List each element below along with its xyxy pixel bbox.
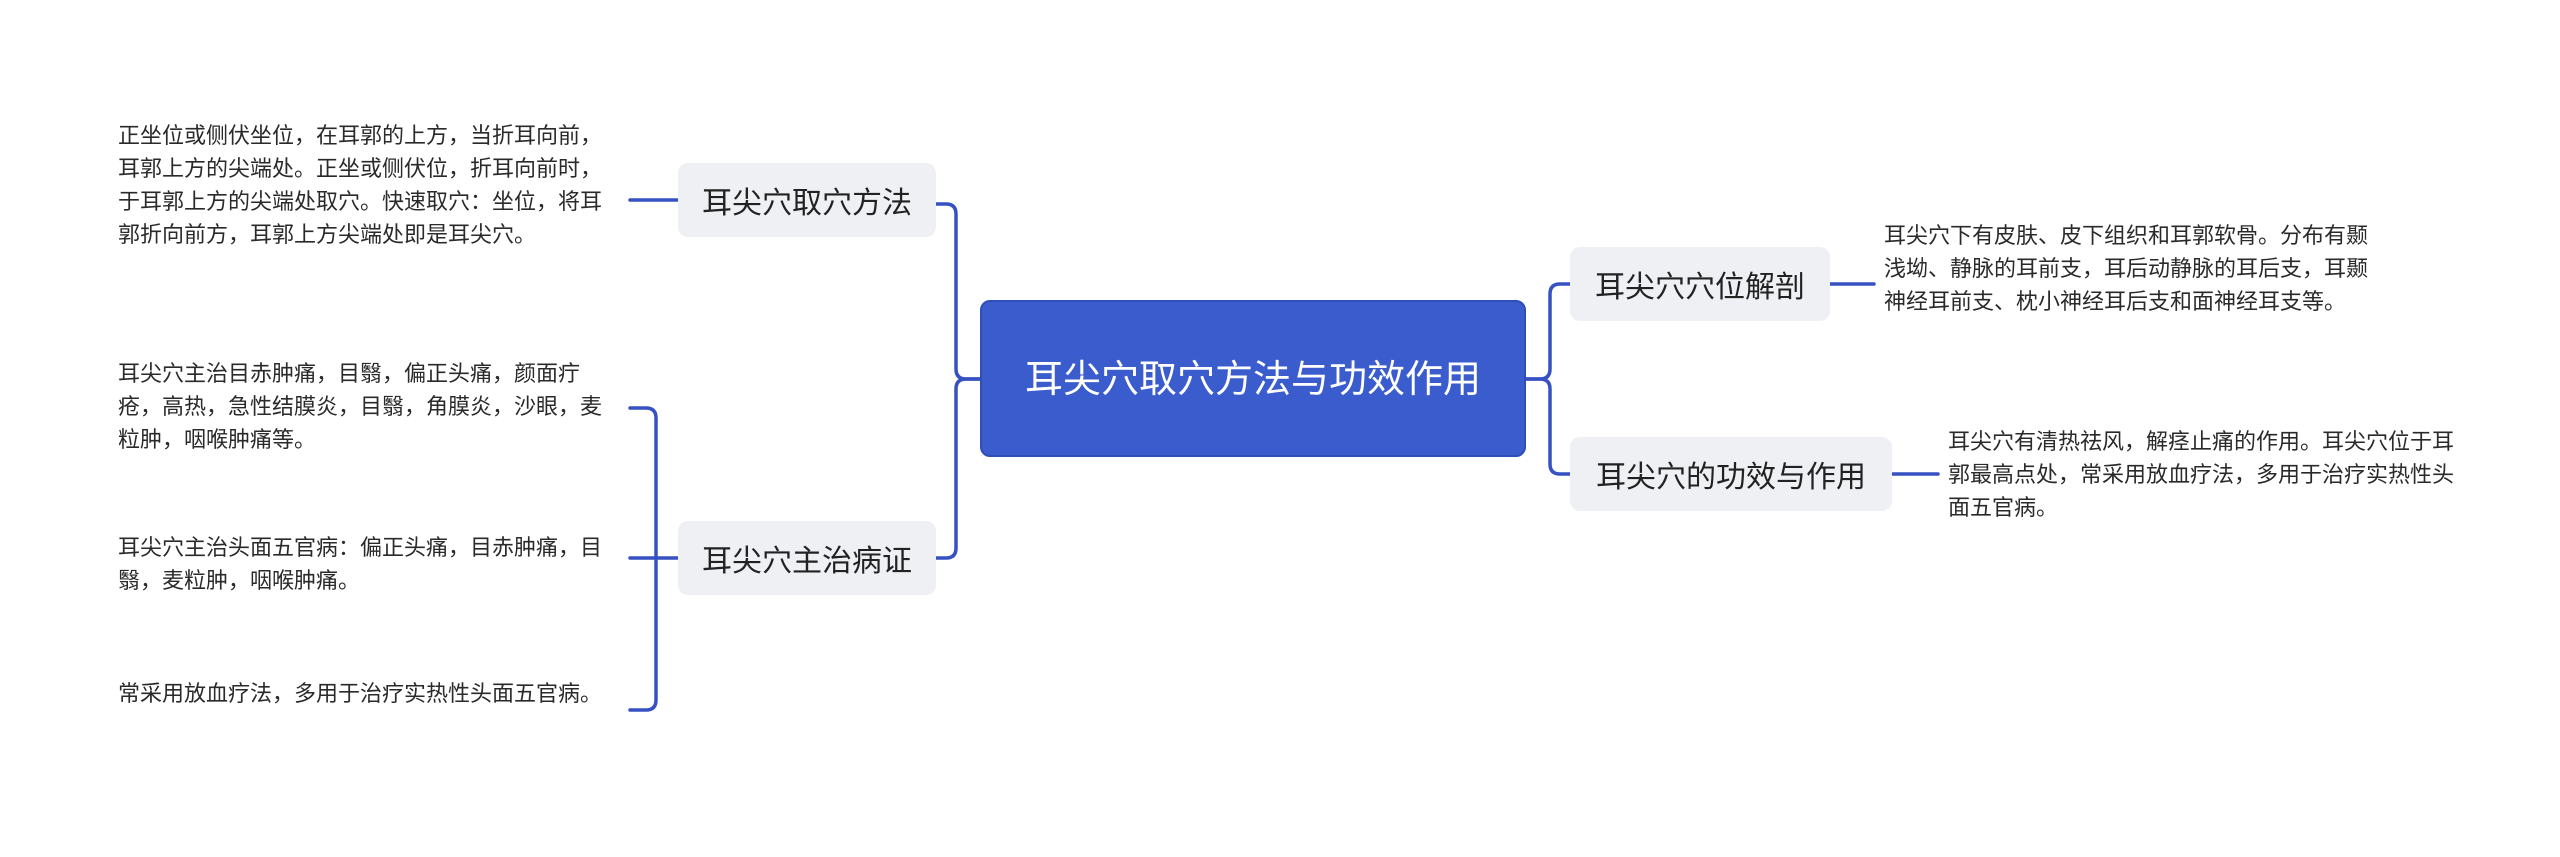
leaf-text: 耳尖穴有清热祛风，解痉止痛的作用。耳尖穴位于耳郭最高点处，常采用放血疗法，多用于… — [1948, 430, 2455, 521]
leaf-indication-head-face[interactable]: 耳尖穴主治头面五官病：偏正头痛，目赤肿痛，目翳，麦粒肿，咽喉肿痛。 — [118, 532, 622, 598]
branch-topic-acupoint-location[interactable]: 耳尖穴取穴方法 — [678, 163, 936, 237]
branch-topic-label: 耳尖穴取穴方法 — [702, 186, 912, 221]
branch-topic-anatomy[interactable]: 耳尖穴穴位解剖 — [1570, 247, 1830, 321]
branch-topic-effects[interactable]: 耳尖穴的功效与作用 — [1570, 437, 1892, 511]
leaf-indication-bloodletting[interactable]: 常采用放血疗法，多用于治疗实热性头面五官病。 — [118, 678, 622, 711]
connector-root-to-branch-0 — [934, 202, 982, 381]
root-topic-label: 耳尖穴取穴方法与功效作用 — [1024, 356, 1481, 401]
leaf-text: 正坐位或侧伏坐位，在耳郭的上方，当折耳向前，耳郭上方的尖端处。正坐或侧伏位，折耳… — [118, 124, 603, 248]
leaf-text: 耳尖穴下有皮肤、皮下组织和耳郭软骨。分布有颞浅坳、静脉的耳前支，耳后动静脉的耳后… — [1884, 224, 2369, 315]
branch-topic-indications[interactable]: 耳尖穴主治病证 — [678, 521, 936, 595]
root-topic[interactable]: 耳尖穴取穴方法与功效作用 — [980, 300, 1526, 457]
leaf-text: 耳尖穴主治目赤肿痛，目翳，偏正头痛，颜面疔疮，高热，急性结膜炎，目翳，角膜炎，沙… — [118, 362, 603, 453]
leaf-location-method[interactable]: 正坐位或侧伏坐位，在耳郭的上方，当折耳向前，耳郭上方的尖端处。正坐或侧伏位，折耳… — [118, 120, 622, 252]
leaf-text: 常采用放血疗法，多用于治疗实热性头面五官病。 — [118, 682, 603, 707]
connector-root-to-branch-2 — [1524, 282, 1572, 381]
branch-topic-label: 耳尖穴穴位解剖 — [1595, 270, 1805, 305]
leaf-anatomy-detail[interactable]: 耳尖穴下有皮肤、皮下组织和耳郭软骨。分布有颞浅坳、静脉的耳前支，耳后动静脉的耳后… — [1884, 220, 2388, 319]
leaf-text: 耳尖穴主治头面五官病：偏正头痛，目赤肿痛，目翳，麦粒肿，咽喉肿痛。 — [118, 536, 603, 594]
connector-root-to-branch-3 — [1524, 377, 1572, 476]
leaf-effects-detail[interactable]: 耳尖穴有清热祛风，解痉止痛的作用。耳尖穴位于耳郭最高点处，常采用放血疗法，多用于… — [1948, 426, 2458, 525]
branch-topic-label: 耳尖穴主治病证 — [702, 544, 912, 579]
leaf-indication-list[interactable]: 耳尖穴主治目赤肿痛，目翳，偏正头痛，颜面疔疮，高热，急性结膜炎，目翳，角膜炎，沙… — [118, 358, 622, 457]
connector-branch-1-to-leaf-0 — [628, 406, 680, 560]
connector-branch-1-to-leaf-2 — [628, 556, 658, 712]
branch-topic-label: 耳尖穴的功效与作用 — [1596, 460, 1866, 495]
connector-root-to-branch-1 — [934, 377, 982, 560]
